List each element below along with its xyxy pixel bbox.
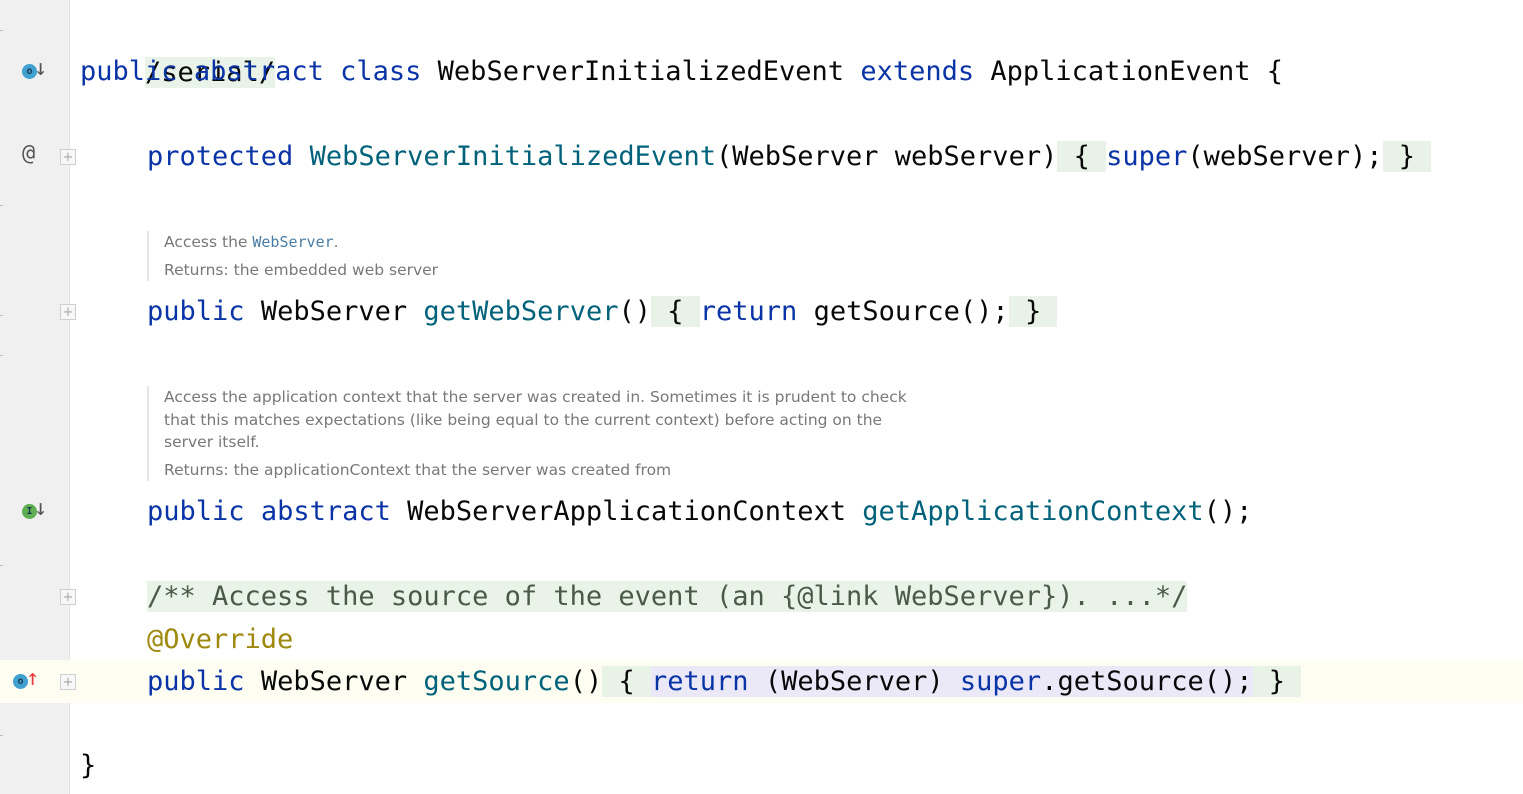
abstract-method-icon[interactable]: I <box>22 504 37 519</box>
arrow-down-icon: ↓ <box>34 496 48 521</box>
keyword-public: public <box>80 56 178 87</box>
close-brace: } <box>80 750 97 781</box>
method-getsource[interactable]: getSource <box>423 666 570 697</box>
keyword-public: public <box>147 296 245 327</box>
return-type: WebServer <box>260 296 408 327</box>
override-annotation: @Override <box>147 624 294 655</box>
class-name[interactable]: WebServerInitializedEvent <box>437 56 845 87</box>
gutter-tick <box>0 30 3 31</box>
code-line-7[interactable]: @Override <box>0 618 1523 661</box>
code-line-5[interactable]: public abstract WebServerApplicationCont… <box>147 496 1253 527</box>
cast-expression: (WebServer) <box>764 666 944 697</box>
keyword-public: public <box>147 496 245 527</box>
fold-open-brace[interactable]: { <box>667 296 684 327</box>
gutter-tick <box>0 315 3 316</box>
super-call: (webServer); <box>1187 141 1383 172</box>
keyword-super: super <box>1106 141 1188 172</box>
constructor-params: (WebServer webServer) <box>715 141 1058 172</box>
keyword-class: class <box>340 56 422 87</box>
fold-toggle-icon[interactable]: + <box>60 589 76 605</box>
fold-close-brace[interactable]: } <box>1024 296 1042 327</box>
code-line-1[interactable]: /serial/ <box>0 8 1523 88</box>
keyword-public: public <box>147 666 245 697</box>
javadoc-getapplicationcontext: Access the application context that the … <box>147 386 907 481</box>
javadoc-getwebserver: Access the WebServer. Returns: the embed… <box>147 231 438 281</box>
open-brace: { <box>1266 56 1284 87</box>
parent-class[interactable]: ApplicationEvent <box>990 56 1251 87</box>
keyword-abstract: abstract <box>260 496 391 527</box>
arrow-up-icon: ↑ <box>26 666 40 691</box>
annotation-at-icon[interactable]: @ <box>22 141 36 166</box>
code-line-8[interactable]: public WebServer getSource() { return (W… <box>0 660 1523 703</box>
fold-toggle-icon[interactable]: + <box>60 304 76 320</box>
super-getsource-call: .getSource(); <box>1041 666 1253 697</box>
keyword-protected: protected <box>147 141 294 172</box>
fold-toggle-icon[interactable]: + <box>60 674 76 690</box>
code-line-6[interactable]: /** Access the source of the event (an {… <box>0 575 1523 618</box>
arrow-down-icon: ↓ <box>34 56 48 81</box>
keyword-return: return <box>651 666 749 697</box>
code-line-9[interactable]: } <box>0 744 1523 787</box>
keyword-super: super <box>959 666 1042 697</box>
doc-returns: Returns: the embedded web server <box>164 260 439 279</box>
return-type: WebServerApplicationContext <box>407 496 847 527</box>
getsource-call: getSource(); <box>813 296 1009 327</box>
fold-close-brace[interactable]: } <box>1268 666 1286 697</box>
fold-close-brace[interactable]: } <box>1398 141 1416 172</box>
keyword-return: return <box>699 296 798 327</box>
serial-marker: /serial/ <box>145 57 276 88</box>
overrides-method-icon[interactable]: o <box>13 674 28 689</box>
doc-returns: Returns: the applicationContext that the… <box>164 460 672 479</box>
method-getwebserver[interactable]: getWebServer <box>423 296 619 327</box>
collapsed-javadoc[interactable]: /** Access the source of the event (an {… <box>147 581 1188 612</box>
fold-open-brace[interactable]: { <box>618 666 635 697</box>
return-type: WebServer <box>260 666 408 697</box>
keyword-abstract: abstract <box>193 56 324 87</box>
gutter-tick <box>0 355 3 356</box>
constructor-name[interactable]: WebServerInitializedEvent <box>309 141 716 172</box>
fold-toggle-icon[interactable]: + <box>60 149 76 165</box>
code-line-3[interactable]: protected WebServerInitializedEvent(WebS… <box>0 135 1523 178</box>
gutter-tick <box>0 205 3 206</box>
gutter-tick <box>0 565 3 566</box>
method-getapplicationcontext[interactable]: getApplicationContext <box>862 496 1204 527</box>
keyword-extends: extends <box>860 56 975 87</box>
implemented-abstract-icon[interactable]: o <box>22 64 37 79</box>
code-line-4[interactable]: public WebServer getWebServer() { return… <box>0 290 1523 333</box>
fold-open-brace[interactable]: { <box>1073 141 1090 172</box>
doc-link-webserver[interactable]: WebServer <box>252 233 334 251</box>
gutter-tick <box>0 735 3 736</box>
code-line-2[interactable]: public abstract class WebServerInitializ… <box>0 50 1523 93</box>
